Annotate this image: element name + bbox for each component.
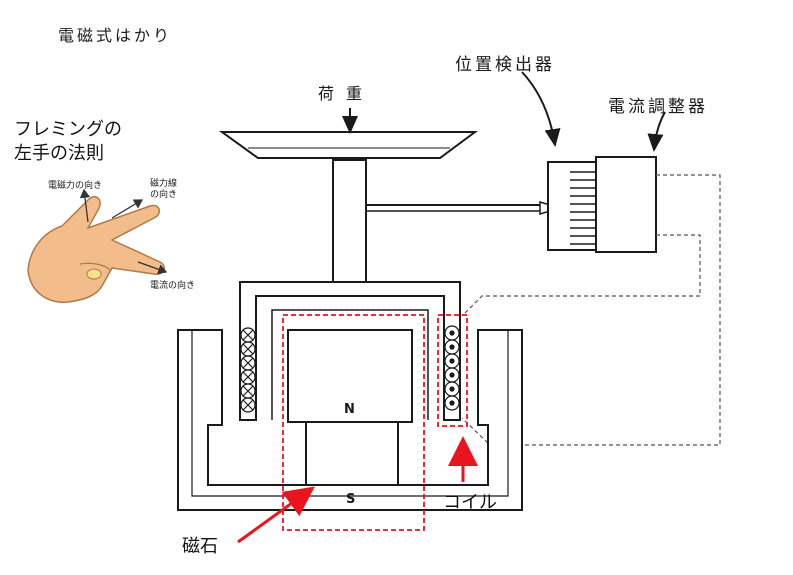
diagram-title: 電磁式はかり [58,26,173,45]
fleming-rule-line2: 左手の法則 [14,143,104,164]
shaft [332,159,367,283]
current-direction-arrow [137,261,168,275]
force-direction-label: 電磁力の向き [48,181,103,191]
magnet-n-block [287,329,413,423]
current-regulator [595,156,657,253]
coil-label: コイル [443,492,497,513]
field-direction-label-line2: の向き [150,190,178,200]
magnet-highlight-box [282,314,425,531]
wire-upper [461,174,721,446]
outer-yoke [177,329,523,511]
detector-leader-arrow [521,71,561,147]
current-regulator-label: 電流調整器 [608,97,708,117]
coil-winding-left [240,327,256,413]
detector-scale [570,171,596,245]
regulator-leader-arrow [647,111,666,152]
magnet-red-arrow [237,486,315,544]
magnet-s-label: S [346,492,356,507]
current-direction-label: 電流の向き [150,281,196,291]
position-detector-label: 位置検出器 [455,55,555,75]
fingernail [86,268,102,280]
force-direction-arrow [79,188,91,223]
coil-winding-right [444,325,460,411]
load-label: 荷重 [318,84,375,103]
weighing-pan [218,131,479,159]
fleming-hand-illustration [27,188,168,303]
fleming-rule-line1: フレミングの [14,119,122,140]
field-direction-arrow [111,199,144,219]
field-direction-label-line1: 磁力線 [150,179,178,189]
hand-shape [27,196,165,303]
magnet-s-block [305,421,399,486]
position-detector [547,161,597,251]
wire-lower [461,234,701,317]
coil-highlight-box [437,314,468,427]
magnet-label: 磁石 [182,536,218,557]
magnet-n-label: N [344,402,355,417]
